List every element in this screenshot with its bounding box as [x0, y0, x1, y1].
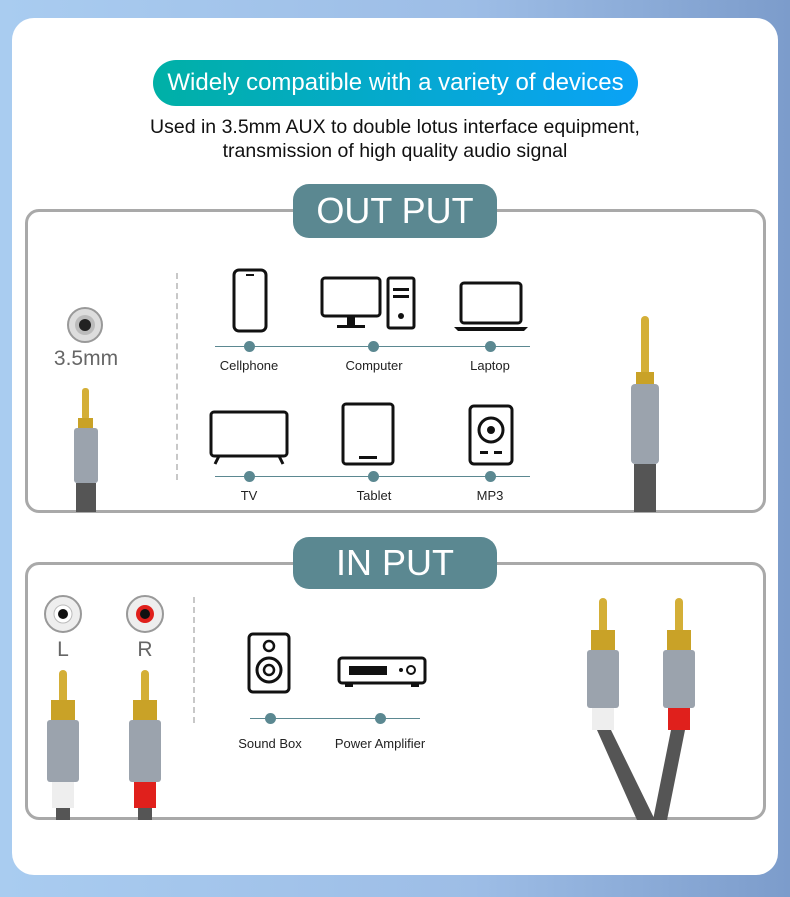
device-label: TV — [240, 488, 258, 503]
input-title: IN PUT — [293, 537, 497, 589]
device-label: MP3 — [476, 488, 504, 503]
dot — [375, 713, 386, 724]
dot — [265, 713, 276, 724]
computer-icon — [320, 276, 416, 330]
dot — [244, 471, 255, 482]
tablet-icon — [341, 402, 395, 466]
input-line — [250, 718, 420, 719]
cellphone-icon — [232, 268, 268, 333]
device-label: Laptop — [470, 358, 510, 373]
device-label: Computer — [345, 358, 403, 373]
headline-banner: Widely compatible with a variety of devi… — [153, 60, 638, 106]
subtitle-line-1: Used in 3.5mm AUX to double lotus interf… — [150, 116, 640, 138]
divider — [176, 273, 178, 480]
divider — [193, 597, 195, 723]
tv-icon — [209, 410, 289, 465]
left-channel-label: L — [57, 638, 69, 661]
subtitle-line-2: transmission of high quality audio signa… — [222, 140, 568, 162]
dot — [485, 341, 496, 352]
right-channel-label: R — [137, 638, 153, 661]
jack-label: 3.5mm — [53, 347, 119, 370]
dot — [244, 341, 255, 352]
rca-lr-illustration — [44, 595, 164, 820]
rca-y-cable-illustration — [587, 598, 695, 820]
dot — [485, 471, 496, 482]
speaker-icon — [247, 632, 291, 694]
device-label: Tablet — [356, 488, 392, 503]
laptop-icon — [454, 281, 528, 331]
jack-35mm-illustration — [67, 307, 103, 512]
device-label: Sound Box — [238, 736, 302, 751]
device-label: Cellphone — [219, 358, 279, 373]
amplifier-icon — [337, 656, 427, 687]
dot — [368, 341, 379, 352]
output-title: OUT PUT — [293, 184, 497, 238]
device-label: Power Amplifier — [334, 736, 426, 751]
mp3-icon — [468, 404, 514, 466]
dot — [368, 471, 379, 482]
output-plug-illustration — [631, 316, 659, 512]
